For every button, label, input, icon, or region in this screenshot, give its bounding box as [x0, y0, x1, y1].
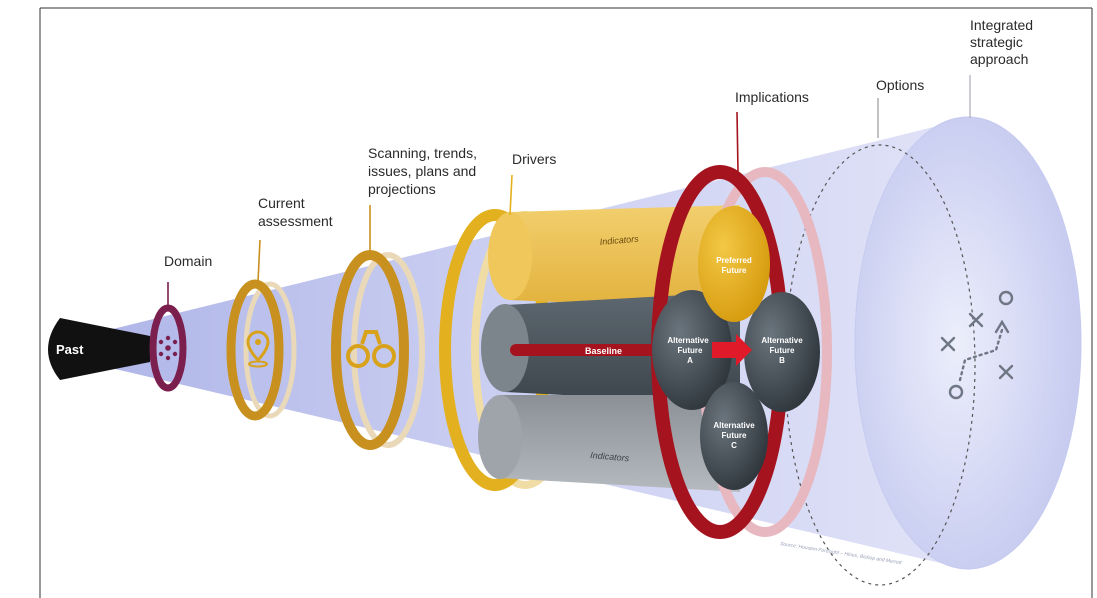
- indicators-bottom-label: Indicators: [590, 450, 630, 463]
- indicators-top-label: Indicators: [599, 234, 639, 247]
- past-label: Past: [56, 342, 84, 357]
- scanning-label-2: issues, plans and: [368, 163, 476, 179]
- alt-b-label-1: Alternative: [761, 336, 803, 345]
- current-assessment-label-2: assessment: [258, 213, 333, 229]
- alt-a-label-3: A: [687, 356, 693, 365]
- alt-c-label-1: Alternative: [713, 421, 755, 430]
- indicators-bottom-cylinder-end: [478, 395, 522, 479]
- current-assessment-connector: [257, 239, 261, 283]
- scanning-label-1: Scanning, trends,: [368, 145, 477, 161]
- dots-ring-icon: [158, 335, 178, 361]
- scanning-label-3: projections: [368, 181, 436, 197]
- options-label: Options: [876, 77, 924, 93]
- indicators-top-cylinder: [510, 205, 740, 310]
- current-assessment-ring: [226, 279, 284, 421]
- alt-a-label-1: Alternative: [667, 336, 709, 345]
- indicators-top-cylinder-end: [488, 212, 532, 300]
- binoculars-icon: [346, 330, 396, 368]
- current-assessment-ring-back: [243, 281, 297, 419]
- strategy-play-icon: [940, 290, 1014, 400]
- preferred-future-label-2: Future: [722, 266, 747, 275]
- future-arrow: [712, 334, 752, 366]
- alternative-future-b: [744, 292, 820, 412]
- alt-c-label-3: C: [731, 441, 737, 450]
- cone-end-disc: [854, 116, 1082, 570]
- preferred-future: [698, 206, 770, 322]
- indicators-bottom-cylinder: [500, 395, 740, 492]
- alt-b-label-3: B: [779, 356, 785, 365]
- current-assessment-label-1: Current: [258, 195, 305, 211]
- integrated-label-1: Integrated: [970, 17, 1033, 33]
- drivers-label: Drivers: [512, 151, 556, 167]
- map-pin-icon: [246, 330, 270, 368]
- baseline-label: Baseline: [585, 346, 622, 356]
- integrated-label-3: approach: [970, 51, 1028, 67]
- options-dashed-ring: [784, 144, 976, 586]
- alternative-future-c: [700, 382, 768, 490]
- alt-b-label-2: Future: [770, 346, 795, 355]
- preferred-future-label-1: Preferred: [716, 256, 752, 265]
- drivers-connector: [509, 174, 513, 216]
- alternative-future-a: [652, 290, 732, 410]
- scanning-ring: [331, 250, 409, 450]
- integrated-label-2: strategic: [970, 34, 1023, 50]
- domain-label: Domain: [164, 253, 212, 269]
- alt-c-label-2: Future: [722, 431, 747, 440]
- past-shape: [48, 318, 150, 380]
- implications-connector: [736, 111, 739, 173]
- implications-label: Implications: [735, 89, 809, 105]
- alt-a-label-2: Future: [678, 346, 703, 355]
- scanning-ring-back: [351, 252, 425, 448]
- baseline-cylinder-end: [481, 304, 529, 392]
